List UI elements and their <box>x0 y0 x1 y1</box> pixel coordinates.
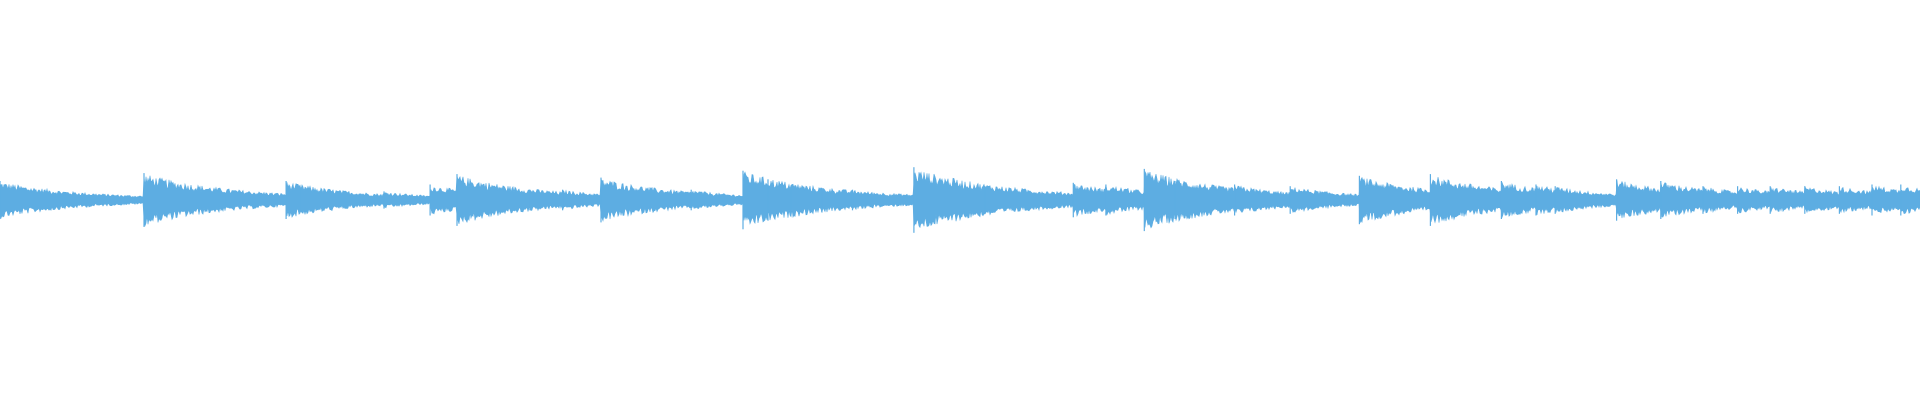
waveform-path <box>0 170 1920 229</box>
